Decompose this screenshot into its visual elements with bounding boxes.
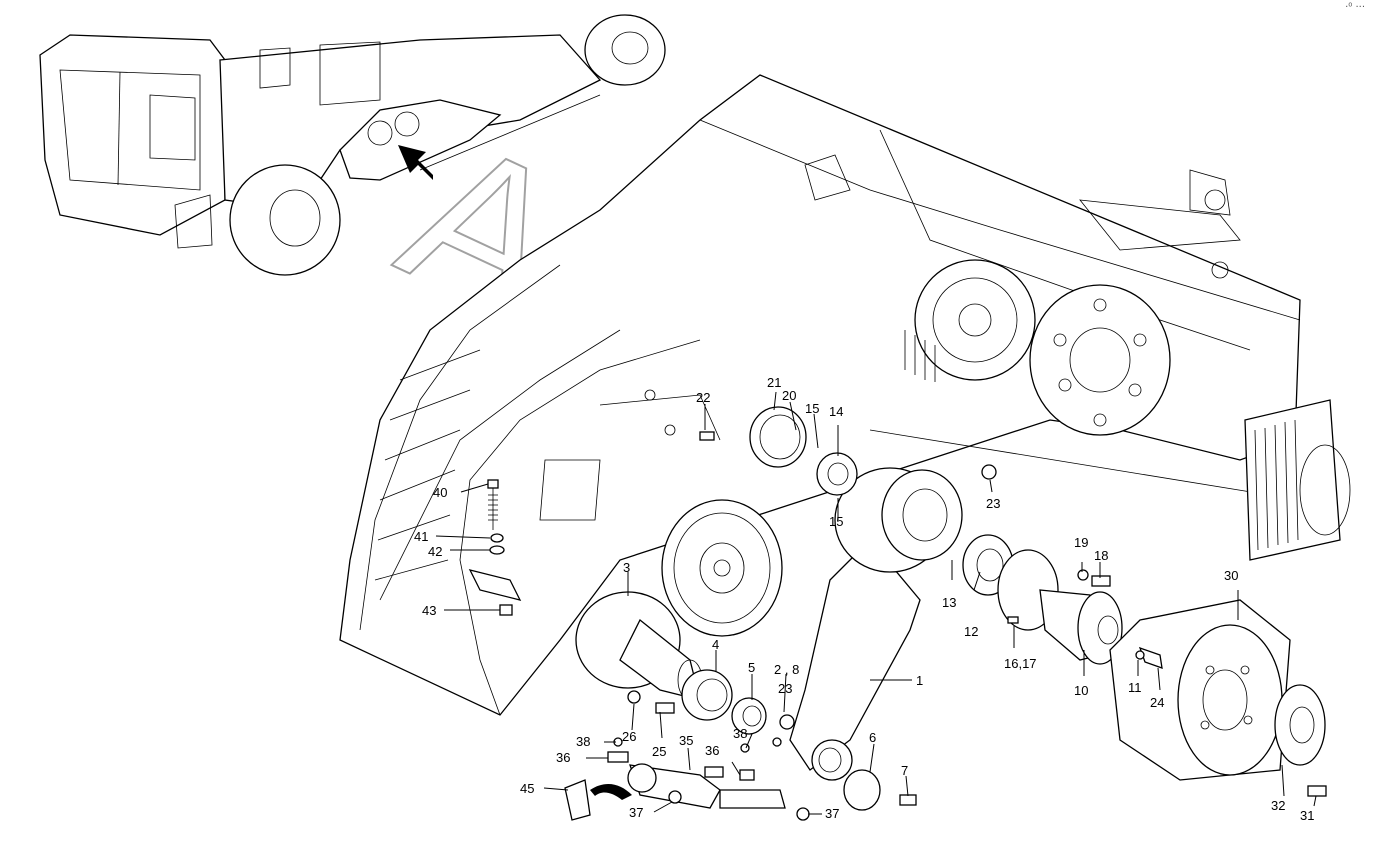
drum-right-upper	[904, 259, 1036, 382]
callout-26: 26	[622, 729, 636, 744]
callout-7: 7	[901, 763, 908, 778]
callout-16-17: 16,17	[1004, 656, 1037, 671]
part-32-plate	[1274, 684, 1326, 766]
callout-22: 22	[696, 390, 710, 405]
part-45-bracket	[564, 779, 632, 821]
callout-1: 1	[916, 673, 923, 688]
part-5-bearing	[731, 697, 767, 735]
callout-45: 45	[520, 781, 534, 796]
callout-30: 30	[1224, 568, 1238, 583]
callout-5: 5	[748, 660, 755, 675]
location-arrow-icon	[398, 145, 433, 180]
callout-19: 19	[1074, 535, 1088, 550]
callout-38-left: 38	[576, 734, 590, 749]
callout-4: 4	[712, 637, 719, 652]
callout-35: 35	[679, 733, 693, 748]
callout-36-left: 36	[556, 750, 570, 765]
part-30-drum	[1109, 599, 1291, 781]
callout-labels: 1 2 , 8 3 4 5 6 7 10 11 12 13 14 15 15 1…	[414, 375, 1314, 823]
callout-21: 21	[767, 375, 781, 390]
callout-37-right: 37	[825, 806, 839, 821]
callout-23-lower: 23	[778, 681, 792, 696]
machine-overview-inset	[39, 14, 666, 276]
drive-hub	[661, 499, 783, 637]
callout-32: 32	[1271, 798, 1285, 813]
part-21-seal-ring	[749, 406, 807, 468]
callout-37-left: 37	[629, 805, 643, 820]
callout-6: 6	[869, 730, 876, 745]
part-10-hub	[997, 549, 1123, 665]
part-40-bolt	[468, 479, 522, 616]
callout-36-right: 36	[705, 743, 719, 758]
drum-far-right	[1244, 399, 1351, 561]
drum-right-center	[1029, 284, 1171, 436]
part-15-housing	[834, 467, 963, 573]
callout-10: 10	[1074, 683, 1088, 698]
callout-2-8: 2 , 8	[774, 662, 799, 677]
callout-18: 18	[1094, 548, 1108, 563]
part-6-cover	[843, 769, 881, 811]
callout-20: 20	[782, 388, 796, 403]
callout-43: 43	[422, 603, 436, 618]
part-1-arm	[789, 539, 921, 781]
callout-15-upper: 15	[805, 401, 819, 416]
callout-14: 14	[829, 404, 843, 419]
leader-lines	[435, 391, 1317, 815]
callout-11: 11	[1128, 680, 1142, 695]
part-35-cylinder	[627, 763, 786, 809]
more-menu-icon[interactable]: ·⁰ ···	[1345, 2, 1365, 13]
curved-arrow-icon	[590, 783, 632, 800]
part-4-bearing	[681, 669, 733, 721]
callout-24: 24	[1150, 695, 1164, 710]
callout-13: 13	[942, 595, 956, 610]
part-3-flange-shaft	[575, 591, 703, 701]
callout-42: 42	[428, 544, 442, 559]
callout-41: 41	[414, 529, 428, 544]
part-14-ring	[816, 452, 858, 496]
callout-15-lower: 15	[829, 514, 843, 529]
main-frame	[339, 74, 1301, 716]
callout-3: 3	[623, 560, 630, 575]
callout-25: 25	[652, 744, 666, 759]
callout-31: 31	[1300, 808, 1314, 823]
callout-40: 40	[433, 485, 447, 500]
callout-23-upper: 23	[986, 496, 1000, 511]
callout-38-right: 38	[733, 726, 747, 741]
callout-12: 12	[964, 624, 978, 639]
